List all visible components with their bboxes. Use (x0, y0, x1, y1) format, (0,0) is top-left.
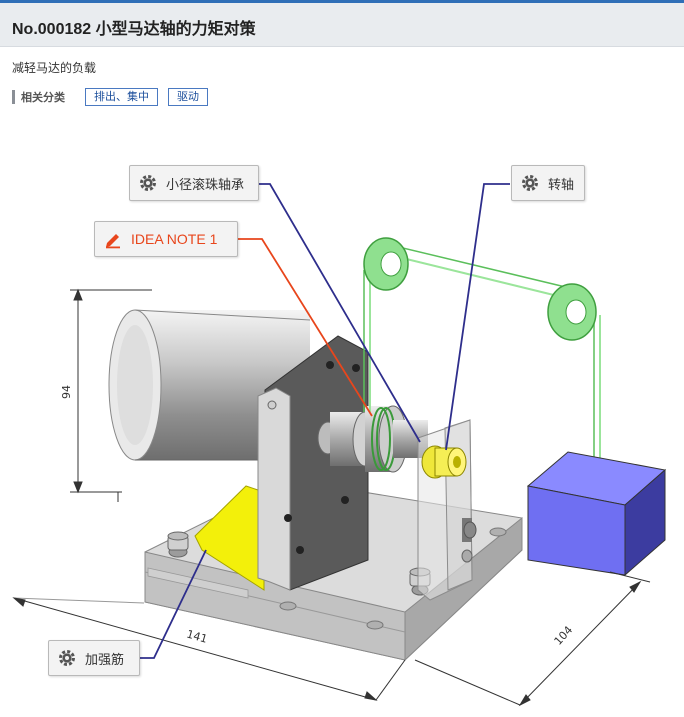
related-label: 相关分类 (21, 91, 65, 104)
callout-shaft-label: 转轴 (547, 177, 574, 193)
tag-drive[interactable]: 驱动 (168, 88, 208, 106)
coupling (317, 405, 428, 473)
gear-icon (140, 175, 156, 191)
callout-reinforcement-rib[interactable]: 加强筋 (48, 640, 140, 676)
top-accent-line (0, 0, 684, 3)
leader-lines (140, 183, 510, 659)
pulley-system (363, 237, 601, 482)
mechanism-illustration: 94 141 104 (12, 183, 667, 707)
page-header: No.000182 小型马达轴的力矩对策 (0, 3, 684, 47)
tag-discharge-collect[interactable]: 排出、集中 (85, 88, 158, 106)
gear-icon (59, 650, 75, 666)
callout-idea-label: IDEA NOTE 1 (131, 231, 218, 247)
callout-idea-note[interactable]: IDEA NOTE 1 (94, 221, 238, 257)
pencil-icon (106, 234, 120, 249)
callout-rotating-shaft[interactable]: 转轴 (511, 165, 585, 201)
gear-icon (521, 175, 538, 191)
dimension-lines (12, 288, 651, 707)
small-ball-bearing (421, 445, 467, 479)
page-title: No.000182 小型马达轴的力矩对策 (12, 21, 256, 38)
callout-rib-label: 加强筋 (85, 652, 125, 668)
motor-mount-plate (257, 335, 369, 591)
weight-block (526, 451, 667, 577)
callout-bearing-label: 小径滚珠轴承 (166, 177, 245, 193)
related-categories: 相关分类 排出、集中 驱动 (12, 88, 218, 106)
callout-small-ball-bearing[interactable]: 小径滚珠轴承 (129, 165, 259, 201)
mechanism-diagram: 94 141 104 小径滚珠轴承 转轴 IDEA NOTE 1 加强筋 (0, 120, 684, 713)
page-subtitle: 减轻马达的负载 (12, 61, 97, 75)
dimension-length: 141 (185, 627, 209, 645)
dimension-depth: 104 (552, 624, 576, 648)
dimension-height: 94 (60, 385, 73, 399)
section-marker (12, 90, 15, 104)
